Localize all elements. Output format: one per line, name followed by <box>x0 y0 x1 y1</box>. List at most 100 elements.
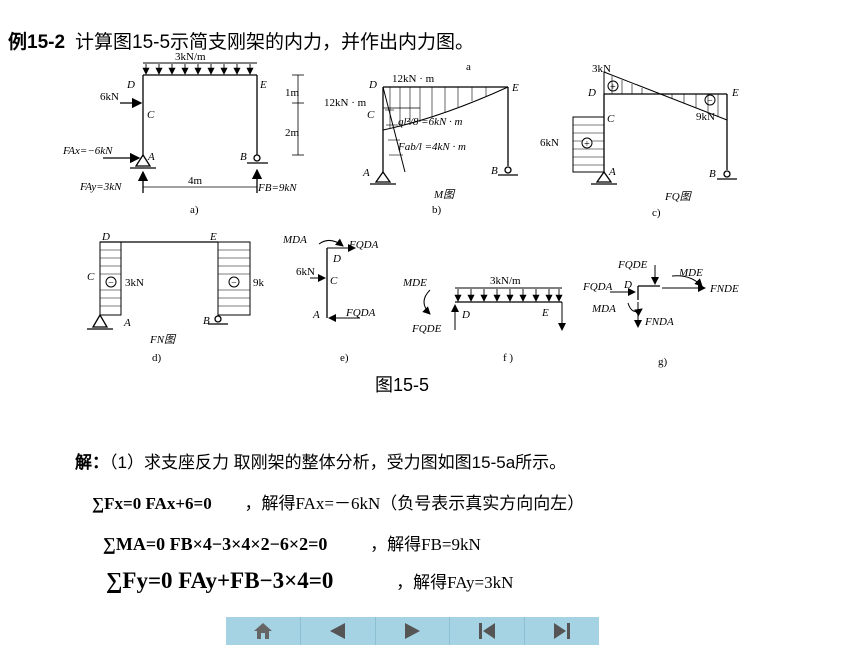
d-right: 9k <box>253 277 265 289</box>
b-A: A <box>362 167 370 179</box>
d-E: E <box>209 231 217 243</box>
b-fab: Fab/l =4kN · m <box>397 141 466 153</box>
c-right: 9kN <box>696 111 715 123</box>
home-icon <box>253 623 272 639</box>
d-left: 3kN <box>125 277 144 289</box>
f-MDE: MDE <box>402 277 427 289</box>
a-E: E <box>259 79 267 91</box>
a-span: 4m <box>188 175 203 187</box>
example-label: 例15-2 <box>8 32 66 53</box>
res2: ，解得FB=9kN <box>370 535 481 554</box>
example-text: 计算图15-5示简支刚架的内力，并作出内力图。 <box>75 32 475 53</box>
a-load: 3kN/m <box>175 51 206 63</box>
a-C: C <box>147 109 155 121</box>
f-E: E <box>541 307 549 319</box>
eq1: ∑Fx=0 FAx+6=0 <box>92 494 212 513</box>
a-sublabel: a) <box>190 204 199 216</box>
g-FNDA: FNDA <box>644 316 674 328</box>
a-B: B <box>240 151 247 163</box>
solution-step1: 解：（1）求支座反力 取刚架的整体分析，受力图如图15-5a所示。 <box>75 448 566 473</box>
figure-caption: 图15-5 <box>375 375 430 395</box>
home-button[interactable] <box>226 617 301 645</box>
d-B: B <box>203 315 210 327</box>
f-load: 3kN/m <box>490 275 521 287</box>
e-FQDA: FQDA <box>348 239 379 251</box>
skip-first-icon <box>479 623 496 639</box>
solution-label: 解： <box>75 453 109 472</box>
e-sublabel: e) <box>340 352 349 364</box>
a-A: A <box>147 151 155 163</box>
last-button[interactable] <box>525 617 599 645</box>
b-D: D <box>368 79 377 91</box>
svg-text:−: − <box>108 278 114 289</box>
svg-text:−: − <box>231 278 237 289</box>
c-D: D <box>587 87 596 99</box>
prev-button[interactable] <box>301 617 376 645</box>
figure-g <box>610 265 706 328</box>
f-D: D <box>461 309 470 321</box>
b-star: a <box>466 61 471 73</box>
e-A: A <box>312 309 320 321</box>
c-C: C <box>607 113 615 125</box>
figure-c <box>572 71 737 185</box>
c-A: A <box>608 166 616 178</box>
res1: ，解得FAx=－6kN（负号表示真实方向向左） <box>244 494 585 513</box>
d-A: A <box>123 317 131 329</box>
a-D: D <box>126 79 135 91</box>
c-left: 3kN <box>592 63 611 75</box>
figure-f <box>422 287 566 331</box>
a-FB: FB=9kN <box>257 182 297 194</box>
e-FQDA2: FQDA <box>345 307 376 319</box>
step1-text: （1）求支座反力 取刚架的整体分析，受力图如图15-5a所示。 <box>109 453 567 472</box>
c-six: 6kN <box>540 137 559 149</box>
b-sublabel: b) <box>432 204 442 216</box>
g-MDA: MDA <box>591 303 616 315</box>
a-force6: 6kN <box>100 91 119 103</box>
e-MDA: MDA <box>282 234 307 246</box>
first-button[interactable] <box>450 617 526 645</box>
g-FQDA: FQDA <box>582 281 613 293</box>
b-C: C <box>367 109 375 121</box>
triangle-right-icon <box>405 623 421 639</box>
b-E: E <box>511 82 519 94</box>
b-top: 12kN · m <box>392 73 435 85</box>
a-h1: 1m <box>285 87 300 99</box>
svg-text:+: + <box>584 139 590 150</box>
c-E: E <box>731 87 739 99</box>
skip-last-icon <box>554 623 571 639</box>
c-sublabel: c) <box>652 207 661 219</box>
a-FAx: FAx=−6kN <box>62 145 113 157</box>
f-FQDE: FQDE <box>411 323 442 335</box>
g-sublabel: g) <box>658 356 668 368</box>
d-C: C <box>87 271 95 283</box>
svg-text:+: + <box>610 82 616 93</box>
figure-b <box>370 86 518 185</box>
g-D: D <box>623 279 632 291</box>
e-C: C <box>330 275 338 287</box>
e-six: 6kN <box>296 266 315 278</box>
svg-text:−: − <box>707 96 713 107</box>
a-FAy: FAy=3kN <box>79 181 122 193</box>
figure-e <box>310 238 360 322</box>
figure-d <box>87 241 251 330</box>
g-MDE: MDE <box>678 267 703 279</box>
equation-1: ∑Fx=0 FAx+6=0 ，解得FAx=－6kN（负号表示真实方向向左） <box>92 489 584 514</box>
d-D: D <box>101 231 110 243</box>
eq3: ∑Fy=0 FAy+FB−3×4=0 <box>106 568 334 593</box>
b-left: 12kN · m <box>324 97 367 109</box>
page-title: 例15-2 计算图15-5示简支刚架的内力，并作出内力图。 <box>8 27 474 54</box>
g-FNDE: FNDE <box>709 283 739 295</box>
g-FQDE: FQDE <box>617 259 648 271</box>
next-button[interactable] <box>376 617 451 645</box>
res3: ，解得FAy=3kN <box>396 573 514 592</box>
f-sublabel: f ) <box>503 352 513 364</box>
e-D: D <box>332 253 341 265</box>
a-h2: 2m <box>285 127 300 139</box>
b-ql: ql²/8 =6kN · m <box>398 116 463 128</box>
c-name: FQ图 <box>664 191 693 203</box>
figure-a <box>103 62 304 193</box>
navigation-bar <box>226 617 599 645</box>
c-B: B <box>709 168 716 180</box>
equation-3: ∑Fy=0 FAy+FB−3×4=0 ，解得FAy=3kN <box>106 568 513 594</box>
